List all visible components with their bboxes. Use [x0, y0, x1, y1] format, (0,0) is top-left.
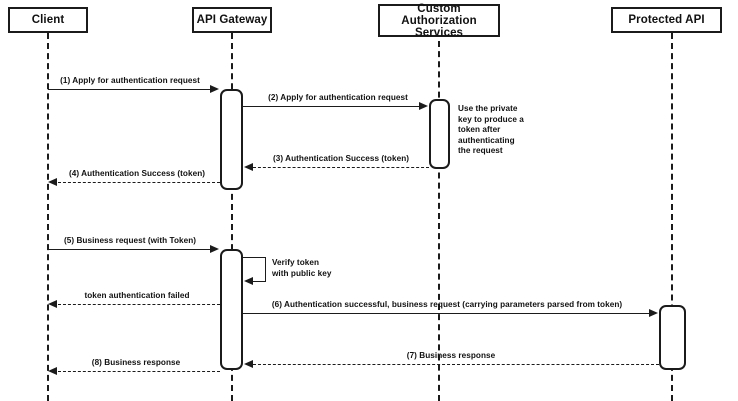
message-arrowhead-token-failed	[48, 299, 57, 308]
note-line-3: token after	[458, 125, 501, 134]
participant-api-gateway[interactable]: API Gateway	[192, 7, 272, 33]
message-arrowhead-7	[244, 359, 253, 368]
activation-api-gateway-1	[220, 89, 243, 190]
lifeline-api-gateway	[231, 33, 233, 401]
activation-custom-auth-1	[429, 99, 450, 169]
message-arrowhead-6	[649, 308, 658, 317]
message-line-3	[253, 167, 429, 168]
activation-protected-api-1	[659, 305, 686, 370]
self-message-arrowhead	[244, 276, 253, 285]
message-line-4	[58, 182, 220, 183]
message-arrowhead-5	[210, 244, 219, 253]
lifeline-protected-api	[671, 33, 673, 401]
note-custom-auth-private-key: Use the private key to produce a token a…	[458, 104, 538, 157]
message-label-5: (5) Business request (with Token)	[63, 236, 197, 245]
participant-custom-auth[interactable]: Custom Authorization Services	[378, 2, 500, 39]
message-line-6	[243, 313, 650, 314]
message-arrowhead-4	[48, 177, 57, 186]
message-line-8	[58, 371, 220, 372]
participant-label-protected-api: Protected API	[628, 14, 705, 26]
message-label-7: (7) Business response	[406, 351, 496, 360]
self-message-side-line	[265, 257, 266, 281]
message-arrowhead-3	[244, 162, 253, 171]
self-message-top-line	[243, 257, 266, 258]
lifeline-custom-auth	[438, 41, 440, 401]
self-message-bottom-line	[253, 281, 266, 282]
note-line-1: Use the private	[458, 104, 518, 113]
participant-label-api-gateway: API Gateway	[196, 14, 268, 26]
message-label-token-failed: token authentication failed	[84, 291, 190, 300]
participant-label-custom-auth: Custom Authorization Services	[401, 2, 477, 39]
self-message-label-line-1: Verify token	[272, 258, 320, 267]
participant-label-client: Client	[31, 14, 65, 26]
message-line-2	[243, 106, 419, 107]
message-label-3: (3) Authentication Success (token)	[272, 154, 410, 163]
participant-client[interactable]: Client	[8, 7, 88, 33]
message-line-7	[253, 364, 659, 365]
message-line-token-failed	[58, 304, 220, 305]
message-label-8: (8) Business response	[91, 358, 181, 367]
note-line-5: the request	[458, 146, 503, 155]
message-arrowhead-1	[210, 84, 219, 93]
participant-protected-api[interactable]: Protected API	[611, 7, 722, 33]
note-line-4: authenticating	[458, 135, 515, 145]
message-line-5	[48, 249, 211, 250]
lifeline-client	[47, 33, 49, 401]
self-message-label-line-2: with public key	[272, 268, 332, 278]
message-arrowhead-2	[419, 101, 428, 110]
message-label-4: (4) Authentication Success (token)	[68, 169, 206, 178]
message-label-2: (2) Apply for authentication request	[268, 93, 408, 102]
message-label-6: (6) Authentication successful, business …	[271, 300, 623, 309]
self-message-label: Verify token with public key	[272, 258, 331, 279]
message-label-1: (1) Apply for authentication request	[60, 76, 200, 85]
message-line-1	[48, 89, 211, 90]
note-line-2: key to produce a	[458, 114, 524, 124]
message-arrowhead-8	[48, 366, 57, 375]
activation-api-gateway-2	[220, 249, 243, 370]
